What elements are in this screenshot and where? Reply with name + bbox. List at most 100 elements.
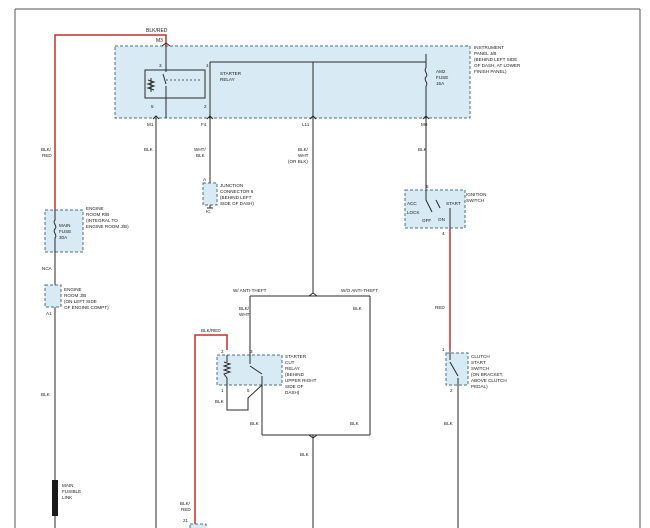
- instrument-panel-jb-box: [114, 45, 471, 119]
- top-wire-color-label: BLK/RED: [146, 28, 168, 34]
- ip-jb-label-5: FINISH PANEL): [474, 69, 507, 74]
- wire-m6-label: BLK: [418, 147, 428, 152]
- clutch-switch-box: [445, 352, 469, 386]
- wire-l11-label-2: WHT: [298, 153, 309, 158]
- w-anti-theft-label: W/ ANTI-THEFT: [233, 288, 267, 293]
- ip-jb-label-3: (BEHIND LEFT SIDE: [474, 57, 517, 62]
- split-node-top: [308, 292, 318, 297]
- ip-jb-label-2: PANEL J/B: [474, 51, 496, 56]
- ignition-switch-box: [404, 189, 466, 229]
- connector-21-label: 21: [183, 518, 189, 523]
- main-fusible-link: [52, 480, 58, 516]
- starter-relay-label-2: RELAY: [220, 77, 235, 82]
- center-blk-bottom-label: BLK: [300, 452, 310, 457]
- clutch-label-4: (ON BRACKET,: [471, 372, 503, 377]
- am2-fuse-label-2: FUSE: [436, 75, 448, 80]
- junction-label-3: (BEHIND LEFT: [220, 195, 252, 200]
- clutch-blk-label: BLK: [444, 421, 454, 426]
- engine-room-rb-label-1: ENGINE: [86, 206, 104, 211]
- ignition-label-1: IGNITION: [466, 192, 486, 197]
- wo-anti-theft-label: W/O ANTI-THEFT: [341, 288, 378, 293]
- fusible-link-label-3: LINK: [62, 495, 73, 500]
- bottom-connector-box: [189, 523, 207, 528]
- connector-m1-label: M1: [147, 122, 154, 127]
- junction-pin-ic: IC: [206, 209, 211, 214]
- am2-fuse-label-3: 15A: [436, 81, 445, 86]
- ignition-start: START: [446, 201, 461, 206]
- main-fuse-symbol: [53, 210, 57, 252]
- wire-l11-label-3: (OR BLK): [288, 159, 308, 164]
- starter-cut-relay-label-7: DASH): [285, 390, 300, 395]
- wire-blk-red-top: [54, 34, 167, 210]
- engine-room-jb-label-4: OF ENGINE COMPT): [64, 305, 109, 310]
- connector-a1-label: A1: [46, 311, 52, 316]
- starter-cut-relay-label-4: (BEHIND: [285, 372, 305, 377]
- ignition-acc: ACC: [407, 201, 417, 206]
- starter-cut-relay-label-6: SIDE OF: [285, 384, 304, 389]
- starter-relay-coil: [146, 78, 156, 92]
- ignition-switch-contacts: [425, 190, 451, 228]
- ip-jb-label-4: OF DASH, AT LOWER: [474, 63, 521, 68]
- anti-theft-merge: [262, 434, 370, 528]
- right-blk-bottom-label: BLK: [350, 421, 360, 426]
- engine-room-jb-label-3: (ON LEFT SIDE: [64, 299, 97, 304]
- starter-cut-relay-label-5: UPPER RIGHT: [285, 378, 317, 383]
- clutch-label-1: CLUTCH: [471, 354, 490, 359]
- starter-relay-label-1: STARTER: [220, 71, 242, 76]
- engine-room-rb-label-2: ROOM R/B: [86, 212, 109, 217]
- fusible-link-label-1: MAIN: [62, 483, 73, 488]
- connector-m3-label: M3: [156, 38, 163, 44]
- junction-connector-box: [202, 182, 218, 206]
- connector-m6-label: M6: [421, 122, 428, 127]
- starter-cut-relay-pin3: 3: [250, 349, 253, 354]
- am2-fuse-symbol: [424, 54, 428, 118]
- wire-f4-label-1: WHT/: [194, 147, 206, 152]
- wire-blk-left-lower-label: BLK: [41, 392, 51, 397]
- ignition-pin5: 5: [426, 184, 429, 189]
- junction-label-2: CONNECTOR 6: [220, 189, 254, 194]
- main-fuse-label-2: FUSE: [59, 229, 71, 234]
- starter-relay-pin5: 5: [151, 104, 154, 109]
- starter-cut-relay-blk-left: BLK: [215, 399, 225, 404]
- wire-blk-red-relay: [194, 334, 228, 528]
- starter-relay-pin3: 3: [159, 63, 162, 68]
- engine-room-jb-box: [44, 284, 62, 308]
- clutch-label-6: PEDAL): [471, 384, 488, 389]
- nca-label: NCA: [42, 266, 53, 271]
- anti-theft-split-top: [249, 295, 371, 435]
- starter-cut-relay-contact: [249, 350, 263, 385]
- main-fuse-label-3: 30A: [59, 235, 68, 240]
- wire-red-label: RED: [435, 305, 445, 310]
- main-fuse-label-1: MAIN: [59, 223, 70, 228]
- starter-relay-box: [144, 69, 206, 99]
- engine-room-rb-label-4: ENGINE ROOM J/B): [86, 224, 129, 229]
- clutch-switch-pin1: 1: [442, 347, 445, 352]
- starter-relay-contact: [162, 46, 314, 118]
- engine-room-jb-label-1: ENGINE: [64, 287, 82, 292]
- w-anti-theft-wire-label-2: WHT: [239, 312, 250, 317]
- junction-pin-a: A: [203, 177, 207, 182]
- junction-ground: [207, 205, 213, 209]
- connector-l11-label: L11: [302, 122, 310, 127]
- starter-cut-relay-label-3: RELAY: [285, 366, 300, 371]
- w-anti-theft-wire-label-1: BLK/: [239, 306, 250, 311]
- engine-room-rb-box: [44, 209, 84, 253]
- left-wire-label-2: RED: [42, 153, 52, 158]
- clutch-switch-pin2: 2: [450, 388, 453, 393]
- am2-fuse-label-1: AM2: [436, 69, 446, 74]
- wire-m1-blk-label: BLK: [144, 147, 154, 152]
- starter-relay-pin1: 1: [206, 63, 209, 68]
- bottom-wire-label-1: BLK/: [180, 501, 191, 506]
- junction-label-4: SIDE OF DASH): [220, 201, 254, 206]
- starter-cut-relay-label-2: CUT: [285, 360, 295, 365]
- wire-f4-label-2: BLK: [196, 153, 206, 158]
- connector-marks-bottom: [152, 115, 430, 120]
- clutch-label-3: SWITCH: [471, 366, 489, 371]
- engine-room-jb-label-2: ROOM J/B: [64, 293, 86, 298]
- starter-relay-pin2: 2: [204, 104, 207, 109]
- starter-cut-relay-label-1: STARTER: [285, 354, 307, 359]
- wo-anti-theft-wire-label: BLK: [353, 306, 363, 311]
- ignition-on: ON: [438, 217, 445, 222]
- fusible-link-label-2: FUSIBLE: [62, 489, 81, 494]
